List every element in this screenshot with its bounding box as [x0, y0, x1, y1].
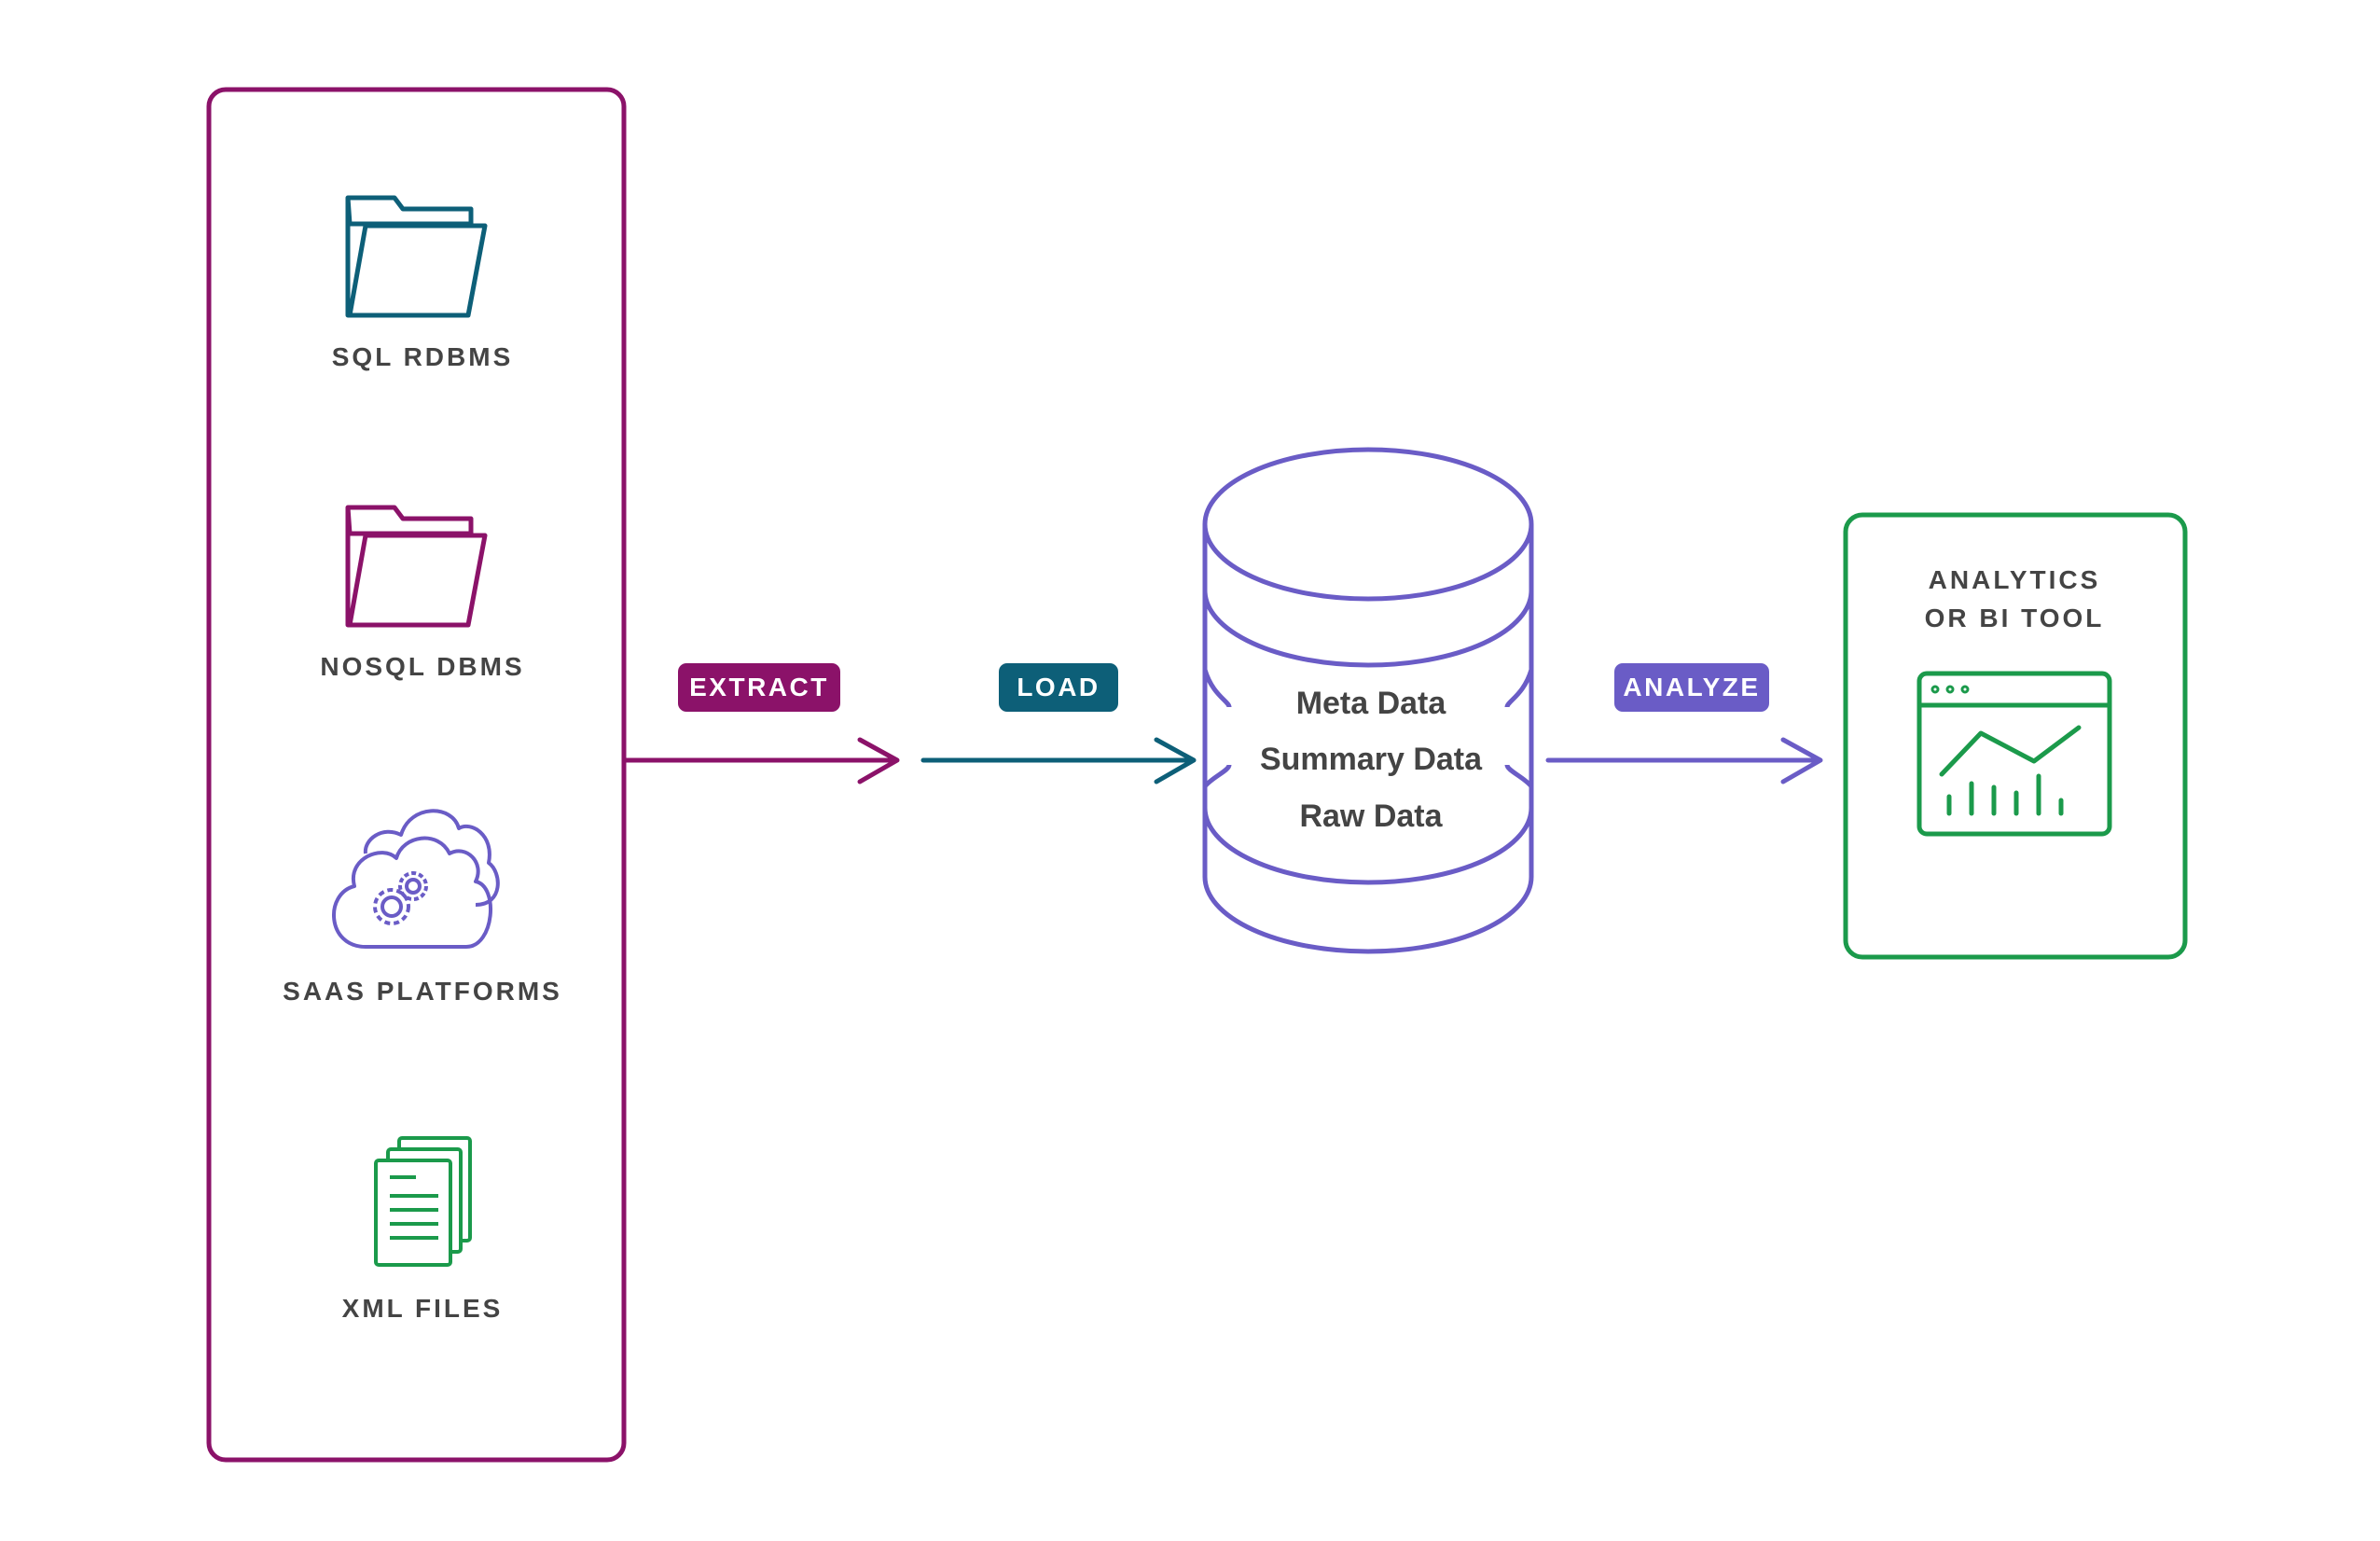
database-icon	[1202, 447, 1534, 954]
analytics-panel	[1843, 512, 2188, 960]
extract-arrow	[621, 737, 900, 784]
source-label-saas-platforms: SAAS PLATFORMS	[283, 977, 562, 1006]
analytics-title-line-1: ANALYTICS	[1928, 565, 2101, 594]
folder-icon	[345, 195, 488, 318]
documents-icon	[374, 1136, 472, 1267]
analyze-arrow	[1545, 737, 1823, 784]
folder-icon	[345, 505, 488, 628]
source-label-nosql-dbms: NOSQL DBMS	[320, 652, 525, 681]
load-badge: LOAD	[999, 663, 1118, 712]
db-layer-raw-data: Raw Data	[1299, 798, 1443, 834]
analytics-title: ANALYTICS OR BI TOOL	[1847, 561, 2182, 637]
sources-panel	[206, 87, 627, 1463]
load-arrow	[920, 737, 1197, 784]
cloud-gears-icon	[332, 809, 500, 949]
source-label-xml-files: XML FILES	[341, 1294, 504, 1323]
db-layer-summary-data: Summary Data	[1259, 742, 1483, 777]
db-layer-meta-data: Meta Data	[1295, 686, 1446, 721]
dashboard-chart-icon	[1916, 671, 2112, 837]
analytics-title-line-2: OR BI TOOL	[1924, 604, 2105, 632]
extract-badge: EXTRACT	[678, 663, 840, 712]
source-label-sql-rdbms: SQL RDBMS	[331, 342, 514, 371]
analyze-badge: ANALYZE	[1614, 663, 1769, 712]
